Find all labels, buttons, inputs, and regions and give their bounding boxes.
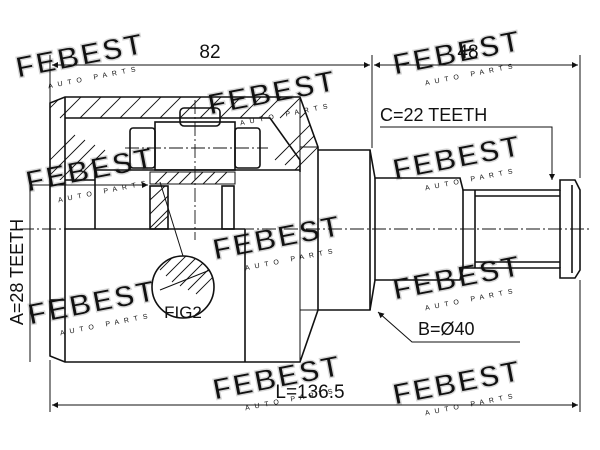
fig2-section-line (159, 269, 211, 291)
fig2-leader (159, 181, 184, 257)
housing-inner-bore (65, 117, 301, 172)
callout-outer-spline: C=22 TEETH (380, 105, 487, 125)
watermark-logo: FEBEST AUTO PARTS (389, 249, 525, 312)
callout-seal-diameter: B=Ø40 (418, 319, 475, 339)
callouts: C=22 TEETH A=28 TEETH B=Ø40 (7, 105, 555, 362)
watermark-logo: FEBEST AUTO PARTS (12, 27, 148, 90)
callout-seal-diameter-leader (377, 311, 520, 343)
spline-band (149, 171, 236, 185)
shaft-collar (318, 149, 581, 311)
fig2-label: FIG2 (164, 303, 202, 322)
housing-section-hatch (50, 97, 318, 180)
watermark-logo: FEBEST AUTO PARTS (22, 141, 158, 204)
watermark-logo: FEBEST AUTO PARTS (389, 129, 525, 192)
tripod-bearing (125, 100, 268, 240)
dim-total-length: L=136.5 (275, 382, 344, 403)
watermark-logo: FEBEST AUTO PARTS (209, 209, 345, 272)
watermark-logo: FEBEST AUTO PARTS (24, 274, 160, 337)
watermark-logo: FEBEST AUTO PARTS (389, 354, 525, 417)
callout-inner-spline: A=28 TEETH (7, 219, 27, 325)
callout-outer-spline-leader (380, 126, 555, 180)
dim-housing-length: 82 (199, 42, 220, 63)
fig2-detail: FIG2 (151, 181, 215, 322)
housing-lower-view (50, 228, 246, 362)
watermark-layer: FEBEST AUTO PARTS FEBEST AUTO PARTS FEBE… (12, 24, 525, 417)
dimension-lines: 82 48 L=136.5 (49, 42, 581, 412)
spider-hub-right (221, 185, 235, 230)
dim-shaft-length: 48 (457, 42, 478, 63)
tripod-roller-top (179, 107, 221, 127)
stub-shaft (318, 149, 581, 311)
spider-hub-left (149, 185, 169, 230)
